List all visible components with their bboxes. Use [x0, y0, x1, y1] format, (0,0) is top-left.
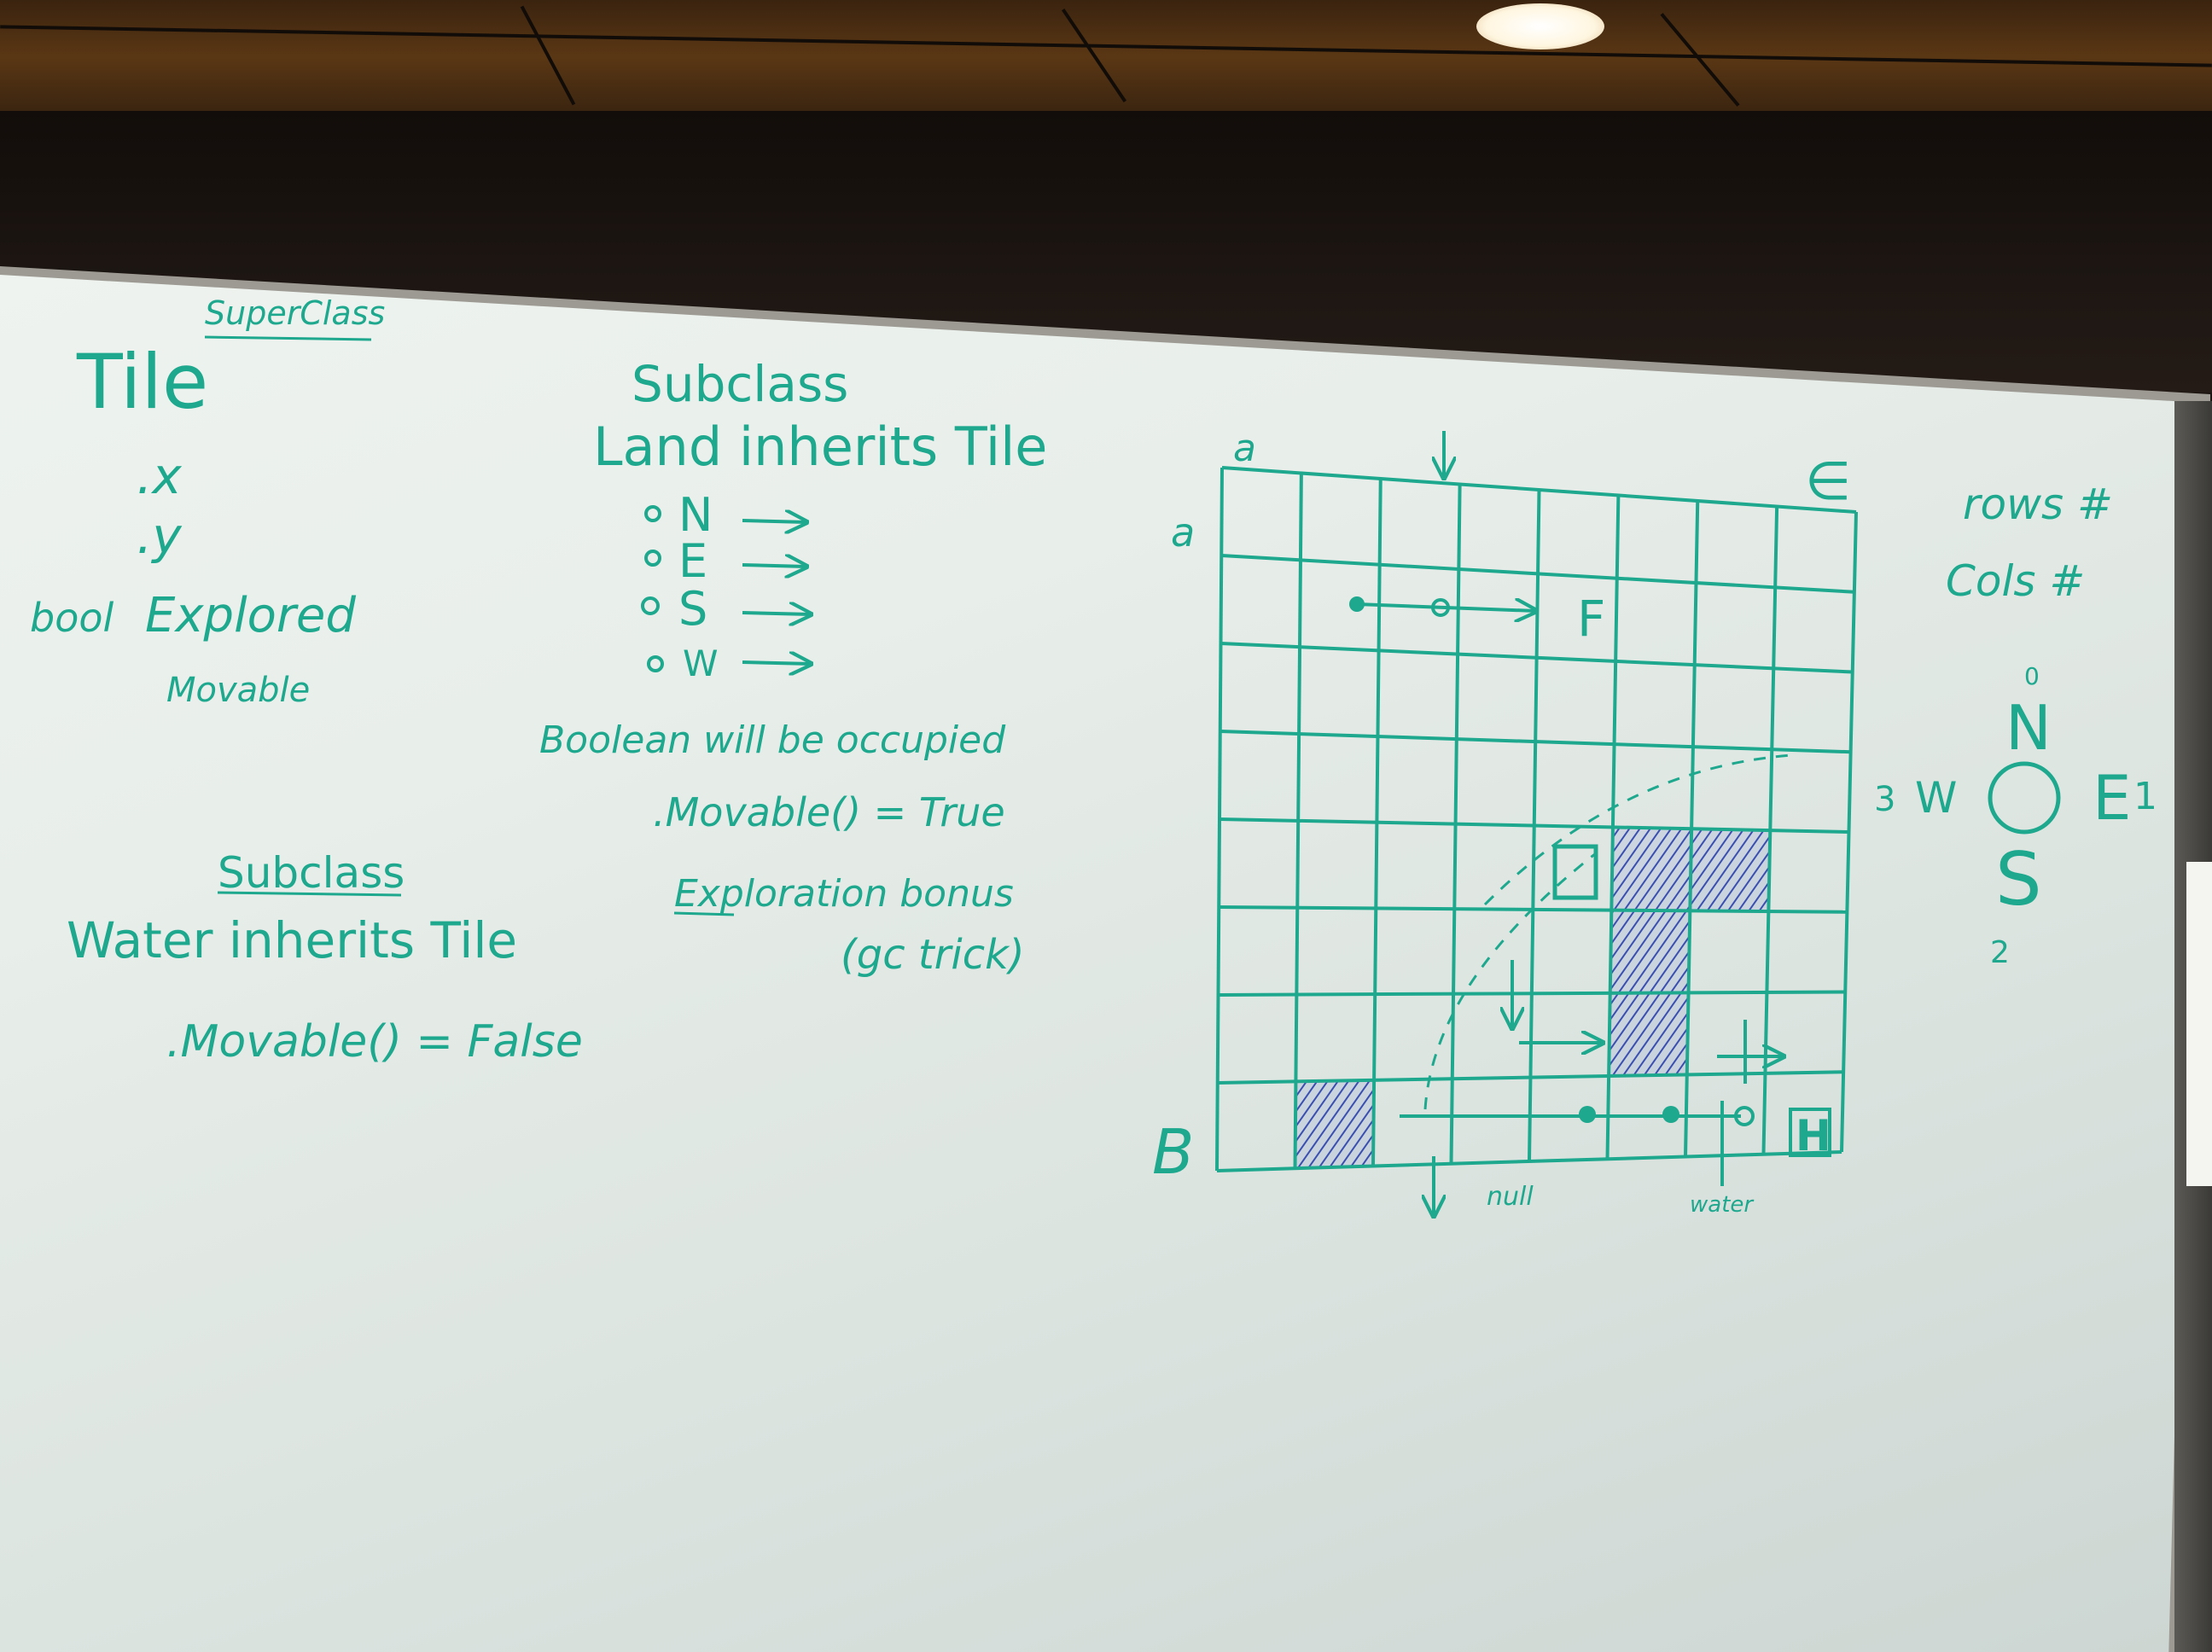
- grid-col-line: [1684, 500, 1700, 1157]
- grid-left-top-label: a: [1171, 509, 1195, 556]
- gc-trick: (gc trick): [841, 931, 1025, 979]
- direction-s: S: [678, 582, 707, 636]
- land-inherits-tile: Land inherits Tile: [593, 416, 1047, 478]
- field-y: .y: [137, 507, 182, 565]
- superclass-underline: [204, 335, 372, 341]
- home-marker-box: [1789, 1108, 1831, 1157]
- water-cell: [1690, 829, 1771, 912]
- exploration-underline: [673, 911, 735, 916]
- grid-col-line: [1840, 511, 1858, 1153]
- compass-south: S: [1995, 837, 2042, 922]
- compass-one: 1: [2133, 775, 2157, 818]
- boolean-occupied: Boolean will be occupied: [539, 718, 1006, 762]
- exploration-bonus: Exploration bonus: [674, 872, 1014, 916]
- dashed-path: [1423, 852, 1597, 1110]
- cols-label: Cols #: [1946, 556, 2085, 606]
- grid-col-line: [1449, 484, 1462, 1164]
- path-node: [1349, 596, 1365, 612]
- direction-n: N: [678, 488, 713, 542]
- bullet-icon: [647, 655, 664, 672]
- path-arrows: [1349, 596, 1793, 1216]
- superclass-heading: SuperClass: [205, 294, 385, 332]
- compass-two: 2: [1990, 935, 2010, 970]
- path-node: [1734, 1106, 1755, 1126]
- water-movable-false: .Movable() = False: [166, 1016, 583, 1067]
- bullet-icon: [644, 505, 661, 522]
- water-cell: [1609, 992, 1689, 1077]
- grid-col-line: [1605, 495, 1621, 1160]
- arrow-icon: [742, 613, 811, 614]
- bullet-icon: [644, 550, 661, 567]
- compass: 0 N 3 W E 1 S 2: [1874, 662, 2157, 970]
- compass-east: E: [2093, 762, 2132, 834]
- water-cell: [1295, 1079, 1375, 1169]
- land-movable-true: .Movable() = True: [653, 789, 1005, 835]
- land-subclass-heading: Subclass: [632, 355, 848, 413]
- water-inherits-tile: Water inherits Tile: [67, 911, 517, 969]
- tile-grid: [1215, 466, 1858, 1172]
- compass-west: W: [1915, 773, 1957, 823]
- arrow-icon: [742, 565, 806, 567]
- path-node: [1662, 1106, 1679, 1123]
- explored-field: Explored: [145, 588, 356, 643]
- finish-marker: F: [1577, 590, 1605, 648]
- arrow-icon: [742, 662, 811, 664]
- compass-circle: [1988, 761, 2061, 835]
- grid-col-line: [1371, 478, 1382, 1166]
- grid-left-bottom-label: B: [1152, 1116, 1194, 1188]
- water-subclass-underline: [217, 891, 402, 897]
- dashed-path: [1483, 753, 1793, 906]
- grid-corner-mark: ∈: [1805, 450, 1851, 512]
- compass-zero: 0: [2024, 662, 2040, 690]
- water-label: water: [1690, 1192, 1755, 1218]
- water-cell: [1610, 910, 1691, 993]
- grid-col-line: [1215, 467, 1224, 1172]
- whiteboard: [0, 275, 2202, 1652]
- path-node: [1431, 598, 1450, 617]
- movable-field: Movable: [166, 671, 310, 710]
- direction-w: W: [683, 643, 719, 684]
- grid-top-left-label: a: [1233, 427, 1256, 470]
- rows-label: rows #: [1963, 480, 2113, 529]
- arrow-icon: [742, 521, 806, 522]
- water-cell: [1611, 827, 1692, 911]
- ceiling-light: [1476, 3, 1604, 49]
- player-marker-box: [1552, 844, 1598, 900]
- direction-e: E: [678, 534, 707, 588]
- bool-type: bool: [30, 595, 114, 641]
- compass-north: N: [2005, 692, 2052, 764]
- tile-title: Tile: [76, 338, 208, 426]
- null-label: null: [1487, 1182, 1534, 1212]
- direction-list: N E S W: [641, 488, 811, 684]
- water-subclass-heading: Subclass: [218, 848, 405, 898]
- home-marker: H: [1796, 1111, 1831, 1160]
- posted-paper: [2186, 862, 2212, 1186]
- field-x: .x: [137, 447, 182, 505]
- bullet-icon: [641, 596, 660, 615]
- path-node: [1579, 1106, 1596, 1123]
- grid-col-line: [1293, 473, 1303, 1169]
- compass-three: 3: [1874, 780, 1895, 819]
